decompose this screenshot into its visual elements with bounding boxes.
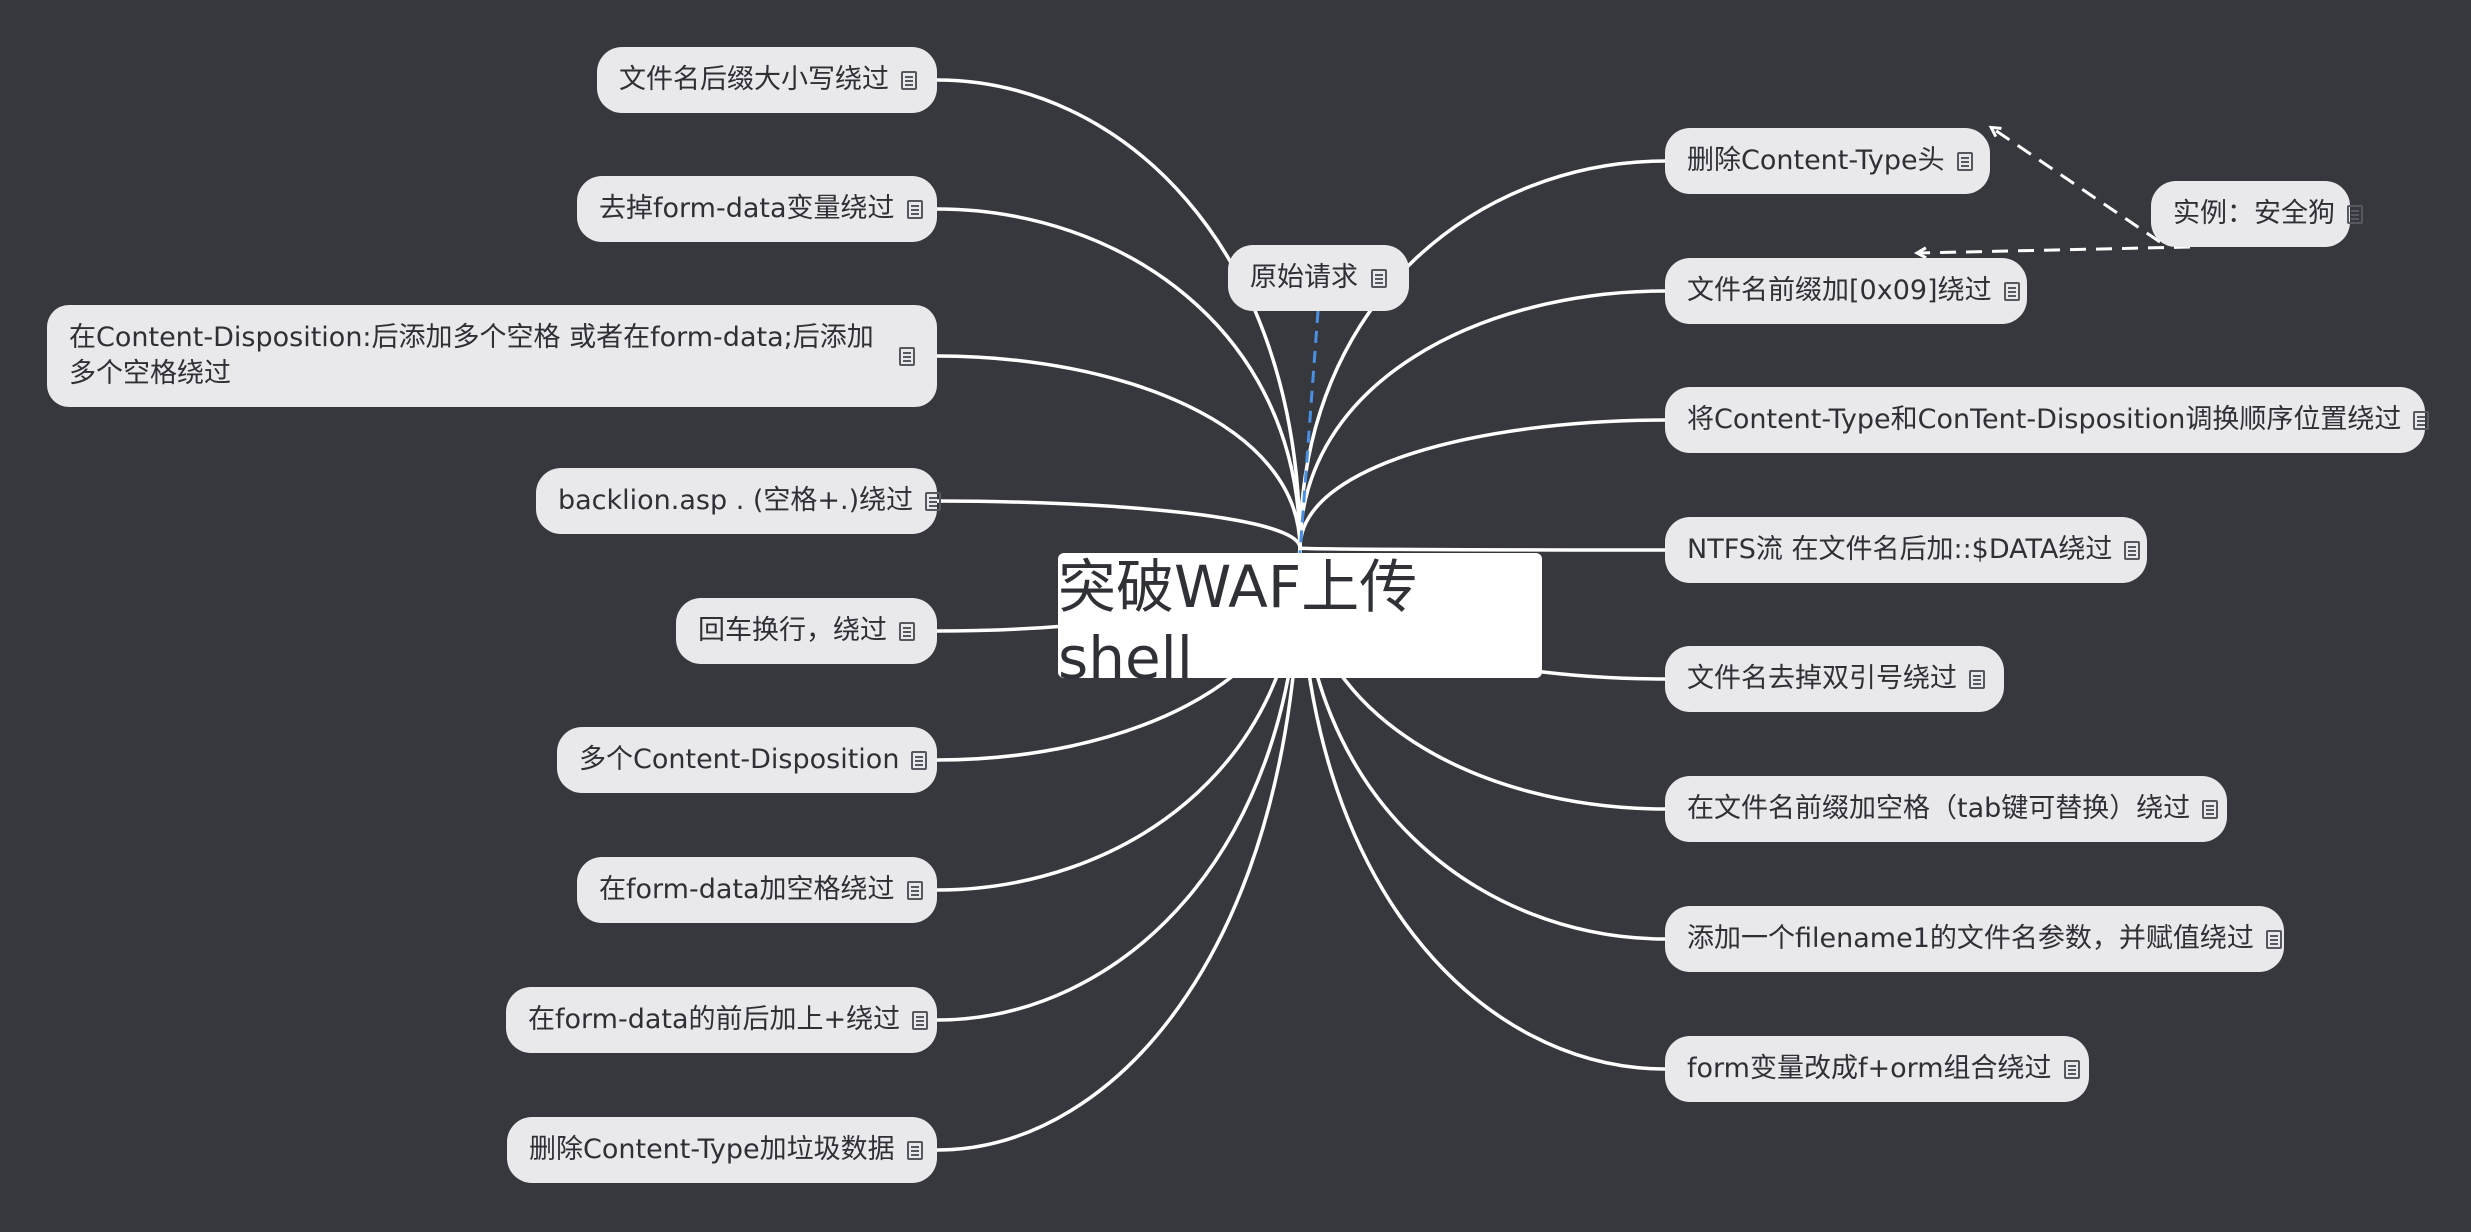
topic-right-8[interactable]: form变量改成f+orm组合绕过 xyxy=(1665,1036,2089,1102)
topic-right-3-label: 将Content-Type和ConTent-Disposition调换顺序位置绕… xyxy=(1687,404,2402,435)
topic-right-7-label: 添加一个filename1的文件名参数，并赋值绕过 xyxy=(1687,923,2254,954)
note-icon[interactable] xyxy=(2265,929,2282,949)
note-icon[interactable] xyxy=(2063,1059,2080,1079)
topic-left-5-label: 回车换行，绕过 xyxy=(698,615,887,646)
note-icon[interactable] xyxy=(899,621,915,641)
topic-left-8[interactable]: 在form-data的前后加上+绕过 xyxy=(506,987,937,1053)
topic-left-3-label: 在Content-Disposition:后添加多个空格 或者在form-dat… xyxy=(69,322,874,389)
topic-right-6-label: 在文件名前缀加空格（tab键可替换）绕过 xyxy=(1687,793,2191,824)
detached-topic-2[interactable]: 实例：安全狗 xyxy=(2151,181,2363,247)
detached-topic-2-label: 实例：安全狗 xyxy=(2173,198,2335,229)
relationship-arrow-2 xyxy=(1918,245,2191,253)
topic-left-4-label: backlion.asp . (空格+.)绕过 xyxy=(558,485,914,516)
note-icon[interactable] xyxy=(906,199,923,219)
topic-right-8-label: form变量改成f+orm组合绕过 xyxy=(1687,1053,2052,1084)
topic-right-1-label: 删除Content-Type头 xyxy=(1687,145,1945,176)
connector-left-4 xyxy=(936,499,1302,549)
connector-right-1 xyxy=(1298,159,1666,549)
topic-left-9[interactable]: 删除Content-Type加垃圾数据 xyxy=(507,1117,937,1183)
connector-left-3 xyxy=(936,354,1302,549)
connector-right-2 xyxy=(1298,289,1666,549)
topic-right-5-label: 文件名去掉双引号绕过 xyxy=(1687,663,1957,694)
note-icon[interactable] xyxy=(1969,669,1985,689)
topic-right-7[interactable]: 添加一个filename1的文件名参数，并赋值绕过 xyxy=(1665,906,2284,972)
topic-right-5[interactable]: 文件名去掉双引号绕过 xyxy=(1665,646,2004,712)
topic-left-7-label: 在form-data加空格绕过 xyxy=(599,874,895,905)
detached-topic-1-label: 原始请求 xyxy=(1250,262,1358,293)
connector-left-9 xyxy=(936,547,1302,1152)
connector-left-1 xyxy=(936,78,1302,549)
note-icon[interactable] xyxy=(911,750,928,770)
topic-left-3[interactable]: 在Content-Disposition:后添加多个空格 或者在form-dat… xyxy=(47,305,937,407)
note-icon[interactable] xyxy=(1956,151,1973,171)
note-icon[interactable] xyxy=(906,880,923,900)
relationship-arrow-1 xyxy=(1992,128,2161,244)
topic-left-4[interactable]: backlion.asp . (空格+.)绕过 xyxy=(536,468,942,534)
topic-left-6-label: 多个Content-Disposition xyxy=(579,744,900,775)
note-icon[interactable] xyxy=(925,491,942,511)
topic-right-2-label: 文件名前缀加[0x09]绕过 xyxy=(1687,275,1992,306)
topic-right-1[interactable]: 删除Content-Type头 xyxy=(1665,128,1990,194)
topic-left-8-label: 在form-data的前后加上+绕过 xyxy=(528,1004,901,1035)
connector-right-4 xyxy=(1298,546,1666,552)
note-icon[interactable] xyxy=(2003,281,2020,301)
central-topic-label: 突破WAF上传shell xyxy=(1058,552,1418,692)
topic-left-7[interactable]: 在form-data加空格绕过 xyxy=(577,857,937,923)
topic-left-9-label: 删除Content-Type加垃圾数据 xyxy=(529,1134,895,1165)
note-icon[interactable] xyxy=(2202,799,2219,819)
topic-left-2-label: 去掉form-data变量绕过 xyxy=(599,193,895,224)
topic-left-1[interactable]: 文件名后缀大小写绕过 xyxy=(597,47,937,113)
topic-right-2[interactable]: 文件名前缀加[0x09]绕过 xyxy=(1665,258,2027,324)
note-icon[interactable] xyxy=(899,346,915,366)
note-icon[interactable] xyxy=(906,1140,923,1160)
topic-right-4[interactable]: NTFS流 在文件名后加::$DATA绕过 xyxy=(1665,517,2147,583)
note-icon[interactable] xyxy=(901,70,917,90)
note-icon[interactable] xyxy=(1371,268,1387,288)
note-icon[interactable] xyxy=(2413,410,2430,430)
detached-link-original-request xyxy=(1298,310,1320,554)
note-icon[interactable] xyxy=(2347,204,2363,224)
detached-topic-1[interactable]: 原始请求 xyxy=(1228,245,1409,311)
topic-left-5[interactable]: 回车换行，绕过 xyxy=(676,598,937,664)
note-icon[interactable] xyxy=(912,1010,929,1030)
topic-left-1-label: 文件名后缀大小写绕过 xyxy=(619,64,889,95)
topic-left-6[interactable]: 多个Content-Disposition xyxy=(557,727,937,793)
topic-right-3[interactable]: 将Content-Type和ConTent-Disposition调换顺序位置绕… xyxy=(1665,387,2430,453)
topic-right-6[interactable]: 在文件名前缀加空格（tab键可替换）绕过 xyxy=(1665,776,2227,842)
topic-left-2[interactable]: 去掉form-data变量绕过 xyxy=(577,176,937,242)
connector-right-3 xyxy=(1298,418,1666,549)
connector-right-8 xyxy=(1298,547,1666,1071)
note-icon[interactable] xyxy=(2124,540,2141,560)
central-topic[interactable]: 突破WAF上传shell xyxy=(1058,553,1542,692)
connector-left-2 xyxy=(936,207,1302,549)
topic-right-4-label: NTFS流 在文件名后加::$DATA绕过 xyxy=(1687,534,2113,565)
